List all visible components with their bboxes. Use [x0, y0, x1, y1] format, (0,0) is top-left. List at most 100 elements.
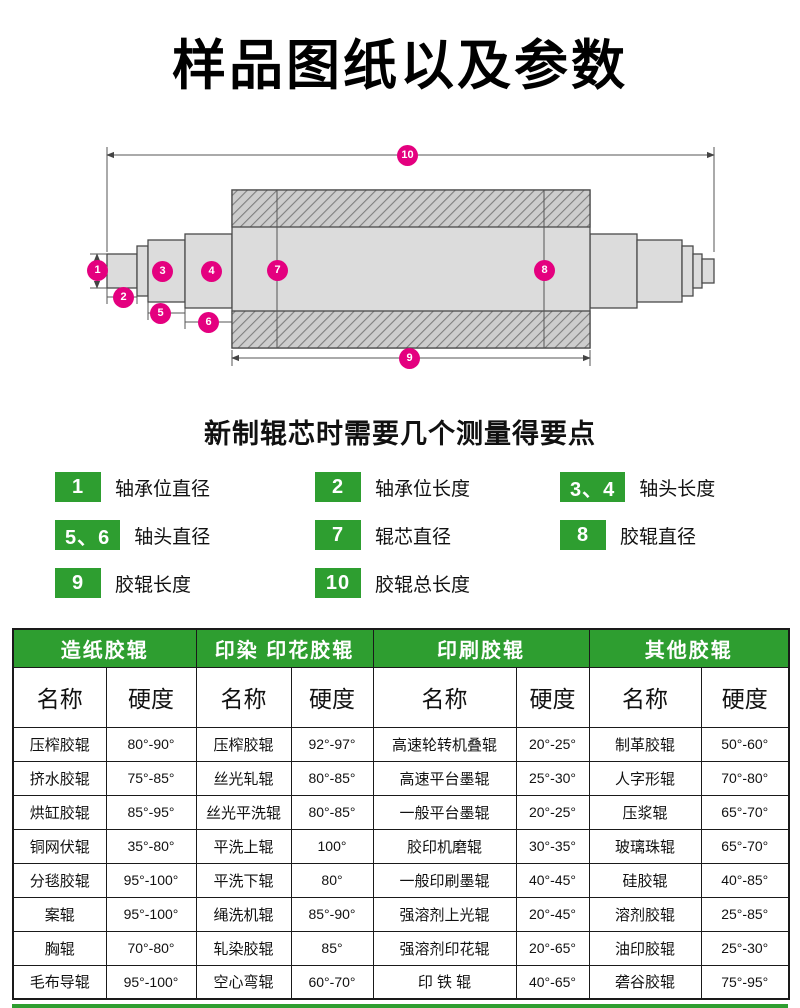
legend-label: 轴承位直径	[115, 478, 211, 500]
legend-label: 轴头长度	[639, 478, 716, 500]
legend-item: 1 轴承位直径	[55, 472, 315, 502]
legend: 1 轴承位直径 2 轴承位长度 3、4 轴头长度 5、6 轴头直径 7 辊芯直径…	[55, 472, 800, 598]
dimension-marker-6: 6	[198, 312, 219, 333]
table-row: 压榨胶辊 80°-90° 压榨胶辊 92°-97° 高速轮转机叠辊 20°-25…	[12, 726, 790, 762]
hardness-value: 35°-80°	[105, 828, 197, 864]
hardness-value: 70°-80°	[700, 760, 790, 796]
roller-name: 分毯胶辊	[12, 862, 107, 898]
hardness-value: 20°-65°	[515, 930, 590, 966]
legend-label: 胶辊总长度	[375, 574, 471, 596]
roller-name: 人字形辊	[588, 760, 702, 796]
dimension-marker-3: 3	[152, 261, 173, 282]
roller-name: 硅胶辊	[588, 862, 702, 898]
hardness-value: 20°-25°	[515, 794, 590, 830]
hardness-value: 60°-70°	[290, 964, 374, 1000]
legend-label: 轴头直径	[134, 526, 211, 548]
hardness-value: 20°-25°	[515, 726, 590, 762]
hardness-value: 85°-95°	[105, 794, 197, 830]
hardness-value: 40°-85°	[700, 862, 790, 898]
roller-name: 压榨胶辊	[12, 726, 107, 762]
roller-name: 平洗下辊	[195, 862, 292, 898]
roller-diagram: 1 2 3 4 5 6 7 8 9 10	[0, 120, 800, 410]
legend-item: 10 胶辊总长度	[315, 568, 560, 598]
hardness-value: 95°-100°	[105, 862, 197, 898]
page-title: 样品图纸以及参数	[172, 35, 628, 96]
legend-item: 8 胶辊直径	[560, 520, 800, 550]
roller-name: 胸辊	[12, 930, 107, 966]
hardness-value: 100°	[290, 828, 374, 864]
legend-number-badge: 3、4	[560, 472, 626, 502]
roller-name: 强溶剂印花辊	[372, 930, 517, 966]
roller-name: 平洗上辊	[195, 828, 292, 864]
measure-points-caption: 新制辊芯时需要几个测量得要点	[204, 418, 596, 449]
hardness-value: 85°	[290, 930, 374, 966]
table-row: 挤水胶辊 75°-85° 丝光轧辊 80°-85° 高速平台墨辊 25°-30°…	[12, 760, 790, 796]
hardness-value: 80°-90°	[105, 726, 197, 762]
legend-item: 5、6 轴头直径	[55, 520, 315, 550]
hardness-table: 造纸胶辊 印染 印花胶辊 印刷胶辊 其他胶辊 名称 硬度 名称 硬度 名称 硬度…	[12, 628, 790, 1000]
legend-number-badge: 5、6	[55, 520, 121, 550]
hardness-value: 75°-95°	[700, 964, 790, 1000]
legend-number-badge: 9	[55, 568, 101, 598]
col-header-name: 名称	[12, 666, 107, 728]
hardness-value: 95°-100°	[105, 896, 197, 932]
dimension-marker-5: 5	[150, 303, 171, 324]
roller-name: 空心弯辊	[195, 964, 292, 1000]
roller-name: 铜网伏辊	[12, 828, 107, 864]
dimension-marker-10: 10	[397, 145, 418, 166]
roller-name: 压榨胶辊	[195, 726, 292, 762]
roller-name: 绳洗机辊	[195, 896, 292, 932]
table-row: 分毯胶辊 95°-100° 平洗下辊 80° 一般印刷墨辊 40°-45° 硅胶…	[12, 862, 790, 898]
roller-name: 压浆辊	[588, 794, 702, 830]
roller-name: 制革胶辊	[588, 726, 702, 762]
hardness-value: 95°-100°	[105, 964, 197, 1000]
table-row: 烘缸胶辊 85°-95° 丝光平洗辊 80°-85° 一般平台墨辊 20°-25…	[12, 794, 790, 830]
hardness-value: 70°-80°	[105, 930, 197, 966]
col-header-hardness: 硬度	[700, 666, 790, 728]
legend-number-badge: 1	[55, 472, 101, 502]
roller-drawing	[90, 147, 715, 366]
col-header-name: 名称	[588, 666, 702, 728]
roller-name: 玻璃珠辊	[588, 828, 702, 864]
col-header-name: 名称	[372, 666, 517, 728]
group-header-printing: 印刷胶辊	[372, 628, 590, 668]
next-section-header-strip	[12, 1004, 788, 1008]
group-header-dyeing: 印染 印花胶辊	[195, 628, 374, 668]
roller-name: 一般印刷墨辊	[372, 862, 517, 898]
legend-label: 辊芯直径	[375, 526, 452, 548]
table-row: 案辊 95°-100° 绳洗机辊 85°-90° 强溶剂上光辊 20°-45° …	[12, 896, 790, 932]
legend-number-badge: 2	[315, 472, 361, 502]
dimension-marker-9: 9	[399, 348, 420, 369]
hardness-value: 40°-65°	[515, 964, 590, 1000]
hardness-value: 75°-85°	[105, 760, 197, 796]
dimension-marker-4: 4	[201, 261, 222, 282]
dimension-marker-8: 8	[534, 260, 555, 281]
legend-item: 7 辊芯直径	[315, 520, 560, 550]
hardness-value: 65°-70°	[700, 794, 790, 830]
group-header-paper: 造纸胶辊	[12, 628, 197, 668]
legend-item: 3、4 轴头长度	[560, 472, 800, 502]
roller-name: 案辊	[12, 896, 107, 932]
roller-name: 毛布导辊	[12, 964, 107, 1000]
legend-number-badge: 10	[315, 568, 361, 598]
roller-name: 胶印机磨辊	[372, 828, 517, 864]
roller-name: 一般平台墨辊	[372, 794, 517, 830]
hardness-value: 80°	[290, 862, 374, 898]
legend-item: 9 胶辊长度	[55, 568, 315, 598]
legend-number-badge: 7	[315, 520, 361, 550]
hardness-value: 20°-45°	[515, 896, 590, 932]
roller-name: 烘缸胶辊	[12, 794, 107, 830]
roller-name: 挤水胶辊	[12, 760, 107, 796]
roller-name: 丝光平洗辊	[195, 794, 292, 830]
hardness-value: 80°-85°	[290, 760, 374, 796]
hardness-value: 50°-60°	[700, 726, 790, 762]
roller-name: 强溶剂上光辊	[372, 896, 517, 932]
hardness-value: 92°-97°	[290, 726, 374, 762]
hardness-value: 25°-85°	[700, 896, 790, 932]
dimension-marker-2: 2	[113, 287, 134, 308]
col-header-name: 名称	[195, 666, 292, 728]
dimension-marker-1: 1	[87, 260, 108, 281]
hardness-value: 85°-90°	[290, 896, 374, 932]
roller-name: 砻谷胶辊	[588, 964, 702, 1000]
